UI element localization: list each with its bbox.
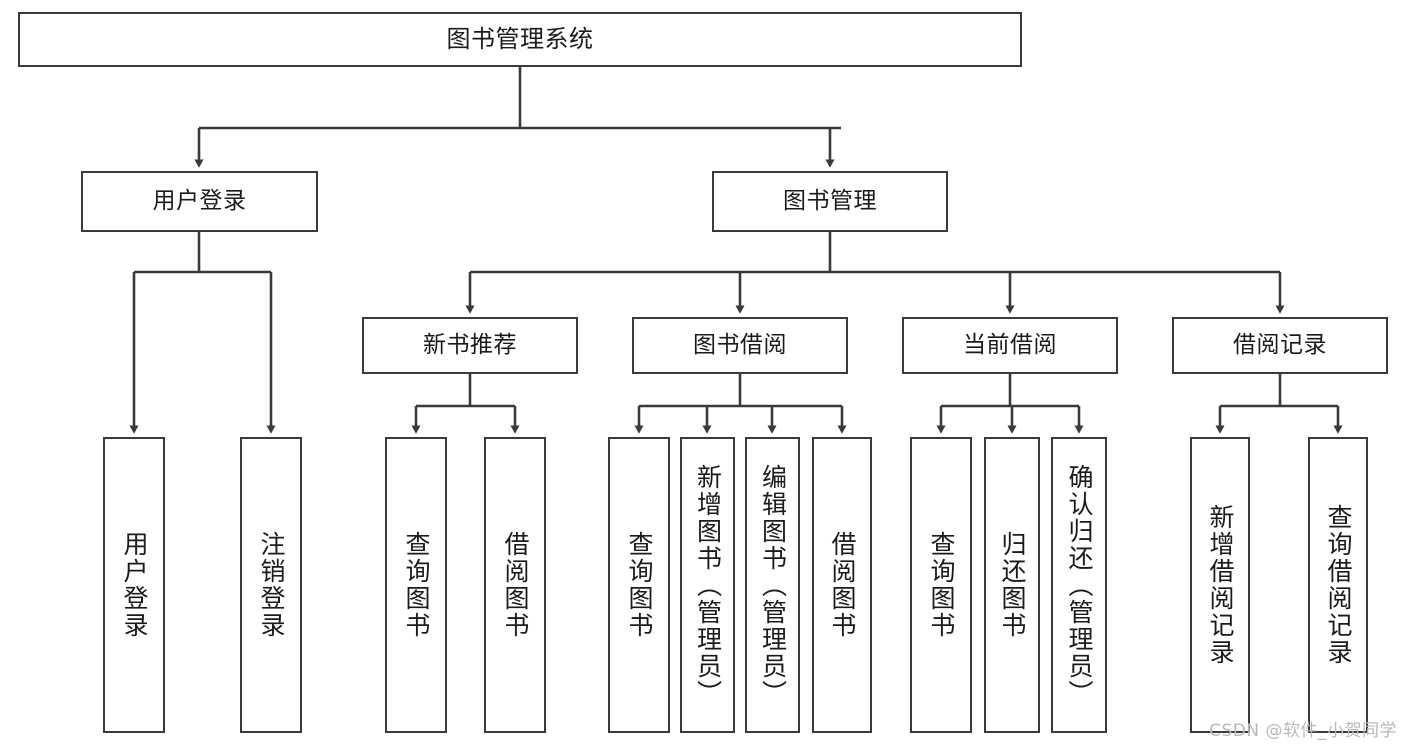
node-leaf-borrow-book-2[interactable]: 借阅图书 xyxy=(812,437,872,733)
node-leaf-logout-label: 注销登录 xyxy=(257,531,286,639)
node-leaf-add-borrow-record[interactable]: 新增借阅记录 xyxy=(1190,437,1250,733)
node-current-borrow-label: 当前借阅 xyxy=(963,332,1057,359)
node-book-borrow[interactable]: 图书借阅 xyxy=(632,317,848,374)
node-new-book-recommend[interactable]: 新书推荐 xyxy=(362,317,578,374)
node-new-book-recommend-label: 新书推荐 xyxy=(423,332,517,359)
node-leaf-add-book-admin[interactable]: 新增图书（管理员） xyxy=(680,437,735,733)
node-leaf-add-borrow-record-label: 新增借阅记录 xyxy=(1206,504,1235,666)
node-leaf-query-borrow-record[interactable]: 查询借阅记录 xyxy=(1308,437,1368,733)
node-leaf-query-book-3-label: 查询图书 xyxy=(927,531,956,639)
node-leaf-query-book-2[interactable]: 查询图书 xyxy=(608,437,670,733)
node-book-borrow-label: 图书借阅 xyxy=(693,332,787,359)
node-root-label: 图书管理系统 xyxy=(446,24,594,53)
node-leaf-add-book-admin-label: 新增图书（管理员） xyxy=(693,463,723,707)
node-leaf-query-book-2-label: 查询图书 xyxy=(625,531,654,639)
node-leaf-borrow-book-1-label: 借阅图书 xyxy=(501,531,530,639)
node-leaf-confirm-return-admin-label: 确认归还（管理员） xyxy=(1065,463,1094,707)
node-leaf-return-book-label: 归还图书 xyxy=(998,531,1027,639)
node-book-manage[interactable]: 图书管理 xyxy=(712,171,948,232)
node-current-borrow[interactable]: 当前借阅 xyxy=(902,317,1118,374)
node-leaf-user-login[interactable]: 用户登录 xyxy=(103,437,165,733)
node-leaf-query-book-1[interactable]: 查询图书 xyxy=(385,437,447,733)
node-user-login-label: 用户登录 xyxy=(152,188,247,215)
node-leaf-query-book-1-label: 查询图书 xyxy=(402,531,431,639)
node-leaf-user-login-label: 用户登录 xyxy=(120,531,149,639)
node-leaf-query-borrow-record-label: 查询借阅记录 xyxy=(1324,504,1353,666)
node-leaf-edit-book-admin-label: 编辑图书（管理员） xyxy=(758,463,788,707)
csdn-watermark: CSDN @软件_小贺同学 xyxy=(1209,721,1397,741)
node-user-login[interactable]: 用户登录 xyxy=(81,171,318,232)
node-root[interactable]: 图书管理系统 xyxy=(18,12,1022,67)
node-leaf-query-book-3[interactable]: 查询图书 xyxy=(910,437,972,733)
node-leaf-edit-book-admin[interactable]: 编辑图书（管理员） xyxy=(745,437,800,733)
node-leaf-return-book[interactable]: 归还图书 xyxy=(984,437,1040,733)
node-borrow-record-label: 借阅记录 xyxy=(1233,332,1327,359)
node-leaf-borrow-book-2-label: 借阅图书 xyxy=(828,531,857,639)
node-book-manage-label: 图书管理 xyxy=(783,188,877,215)
node-leaf-logout[interactable]: 注销登录 xyxy=(240,437,302,733)
node-leaf-confirm-return-admin[interactable]: 确认归还（管理员） xyxy=(1051,437,1107,733)
node-borrow-record[interactable]: 借阅记录 xyxy=(1172,317,1388,374)
node-leaf-borrow-book-1[interactable]: 借阅图书 xyxy=(484,437,546,733)
